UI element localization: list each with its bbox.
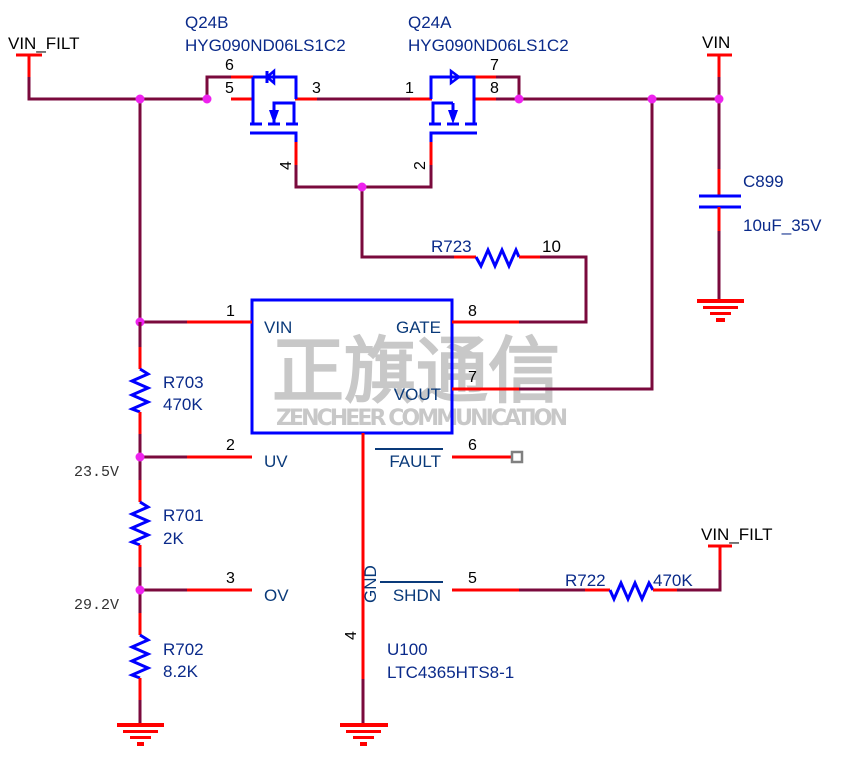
u100-pin-4-num: 4 xyxy=(343,631,360,640)
voltage-label-uv: 23.5V xyxy=(74,464,119,481)
no-connect-marker xyxy=(510,450,524,464)
net-port-vin-top[interactable]: VIN xyxy=(702,33,732,169)
u100-pin-2-num: 2 xyxy=(226,437,235,454)
c899-ref: C899 xyxy=(743,172,784,191)
u100-pin-6-num: 6 xyxy=(468,437,477,454)
r701-ref: R701 xyxy=(163,506,204,525)
resistor-r702[interactable]: R702 8.2K xyxy=(128,613,204,726)
q24a-pin-8: 8 xyxy=(490,80,499,97)
u100-pin-5-name: SHDN xyxy=(393,586,441,605)
q24b-pin-6: 6 xyxy=(225,57,234,74)
ground-symbol-u100 xyxy=(340,723,388,746)
ground-symbol-r702 xyxy=(117,723,164,746)
wire-to-r723 xyxy=(360,187,454,259)
u100-pin-7-num: 7 xyxy=(468,369,477,386)
r703-value: 470K xyxy=(163,395,203,414)
ground-symbol-c899 xyxy=(697,299,744,322)
q24b-pin-4: 4 xyxy=(278,161,295,170)
q24b-ref: Q24B xyxy=(185,13,228,32)
resistor-r722[interactable]: R722 470K xyxy=(565,570,722,603)
u100-pin-1-name: VIN xyxy=(264,318,292,337)
watermark-cn: 正旗通信 xyxy=(272,329,560,413)
r722-ref: R722 xyxy=(565,571,606,590)
u100-pin-6-name: FAULT xyxy=(389,452,441,471)
r702-value: 8.2K xyxy=(163,662,199,681)
q24a-ref: Q24A xyxy=(408,13,452,32)
voltage-label-ov: 29.2V xyxy=(74,597,119,614)
u100-pin-7-name: VOUT xyxy=(394,385,441,404)
u100-pin-4-name: GND xyxy=(361,565,380,603)
net-port-vin-filt-right[interactable]: VIN_FILT xyxy=(701,525,772,570)
junction-dot xyxy=(647,94,657,104)
r723-value: 10 xyxy=(542,237,561,256)
u100-ref: U100 xyxy=(387,640,428,659)
q24a-pin-2: 2 xyxy=(412,161,429,170)
q24b-part: HYG090ND06LS1C2 xyxy=(185,36,346,55)
junction-dot xyxy=(135,585,145,595)
wire-r723-to-gate xyxy=(519,255,588,324)
u100-pin-2-name: UV xyxy=(264,452,288,471)
u100-pin-8-num: 8 xyxy=(468,303,477,320)
u100-part: LTC4365HTS8-1 xyxy=(387,663,514,682)
net-port-vin-filt-top[interactable]: VIN_FILT xyxy=(8,34,205,101)
junction-dot xyxy=(714,94,724,104)
net-label-vin-filt-right: VIN_FILT xyxy=(701,525,772,544)
c899-value: 10uF_35V xyxy=(743,216,822,235)
r723-ref: R723 xyxy=(431,237,472,256)
q24a-part: HYG090ND06LS1C2 xyxy=(408,36,569,55)
mosfet-q24b[interactable]: Q24B HYG090ND06LS1C2 6 5 3 4 xyxy=(185,13,346,170)
r702-ref: R702 xyxy=(163,640,204,659)
u100-pin-3-num: 3 xyxy=(226,570,235,587)
ic-u100[interactable]: U100 LTC4365HTS8-1 1 VIN 2 UV 3 OV 8 GAT… xyxy=(140,298,524,726)
r703-ref: R703 xyxy=(163,373,204,392)
u100-pin-5-num: 5 xyxy=(468,570,477,587)
q24a-pin-1: 1 xyxy=(405,80,414,97)
watermark-en: ZENCHEER COMMUNICATION xyxy=(276,406,568,431)
u100-pin-3-name: OV xyxy=(264,586,289,605)
watermark: 正旗通信 ZENCHEER COMMUNICATION xyxy=(272,329,568,431)
u100-pin-8-name: GATE xyxy=(396,318,441,337)
u100-pin-1-num: 1 xyxy=(226,303,235,320)
net-label-vin-filt-top: VIN_FILT xyxy=(8,34,79,53)
r701-value: 2K xyxy=(163,529,184,548)
mosfet-q24a[interactable]: Q24A HYG090ND06LS1C2 1 7 8 2 xyxy=(405,13,719,170)
resistor-r723[interactable]: R723 10 xyxy=(431,237,561,270)
junction-dot xyxy=(135,452,145,462)
wire-vout xyxy=(519,99,654,391)
junction-dot xyxy=(357,182,367,192)
q24b-pin-5: 5 xyxy=(225,80,234,97)
q24b-pin-3: 3 xyxy=(312,80,321,97)
junction-dot xyxy=(135,94,145,104)
q24a-pin-7: 7 xyxy=(490,57,499,74)
r722-value: 470K xyxy=(653,571,693,590)
capacitor-c899[interactable]: C899 10uF_35V xyxy=(699,169,822,301)
net-label-vin: VIN xyxy=(702,33,730,52)
